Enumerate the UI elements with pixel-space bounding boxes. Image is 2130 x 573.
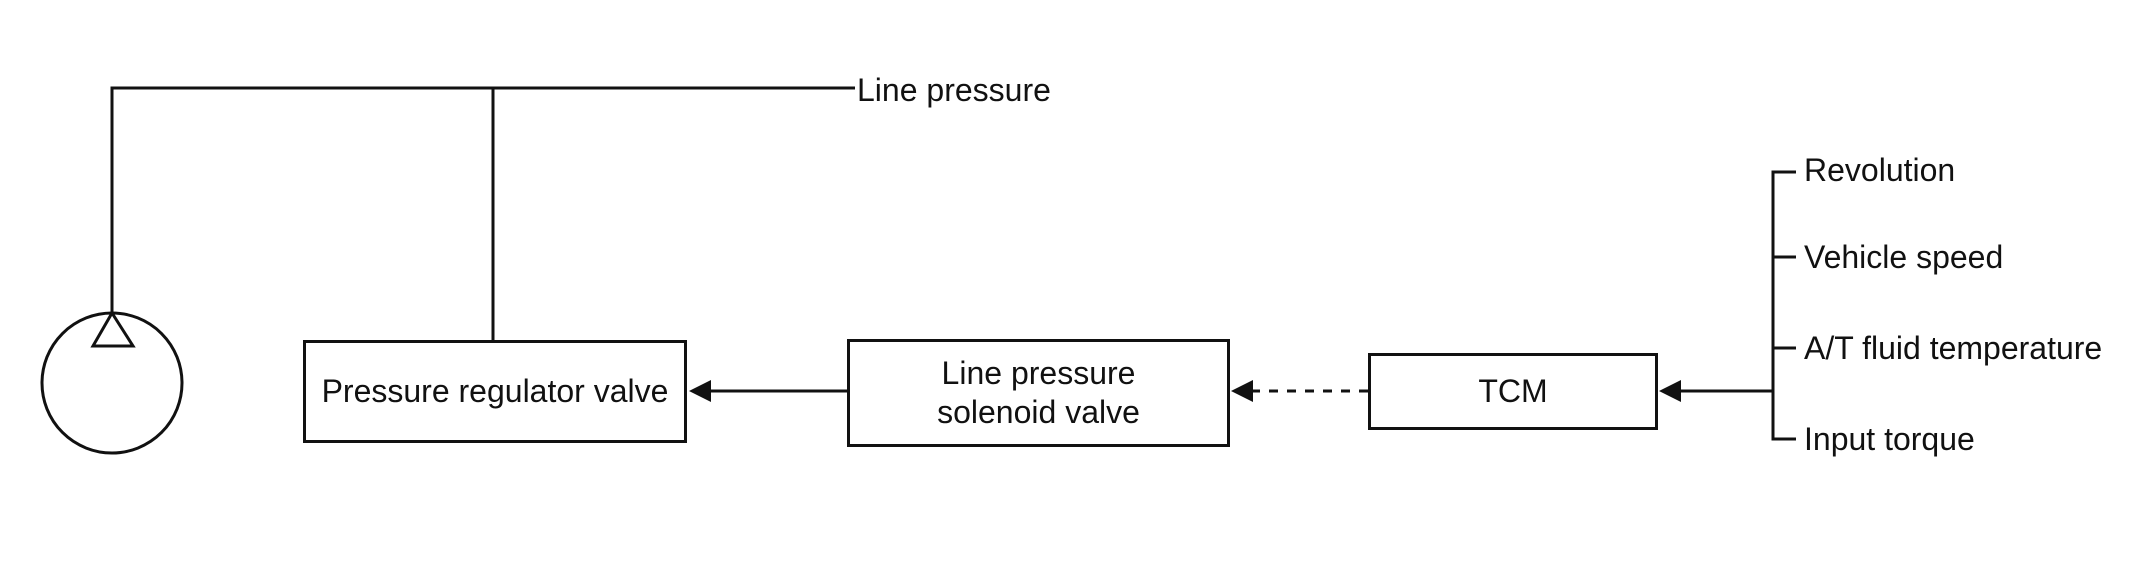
arrowhead-left-icon [689,380,711,402]
line-pressure-solenoid-valve-box: Line pressure solenoid valve [847,339,1230,447]
sensor-label-revolution: Revolution [1804,152,1956,188]
pressure-regulator-valve-box: Pressure regulator valve [303,340,687,443]
pump-triangle-icon [90,310,136,348]
line-pressure-solenoid-valve-label: Line pressure solenoid valve [937,355,1140,430]
line-pressure-label: Line pressure [857,72,1051,108]
tcm-label: TCM [1478,373,1548,409]
pressure-regulator-valve-label: Pressure regulator valve [321,373,669,409]
sensor-label-fluid-temperature: A/T fluid temperature [1804,330,2103,366]
sensor-label-vehicle-speed: Vehicle speed [1804,239,2004,275]
tcm-box: TCM [1368,353,1658,430]
sensor-label-input-torque: Input torque [1804,421,1975,457]
arrowhead-left-icon [1231,380,1253,402]
sensor-bracket [1771,170,1796,441]
line-pressure-supply-line [110,86,855,313]
arrowhead-left-icon [1659,380,1681,402]
